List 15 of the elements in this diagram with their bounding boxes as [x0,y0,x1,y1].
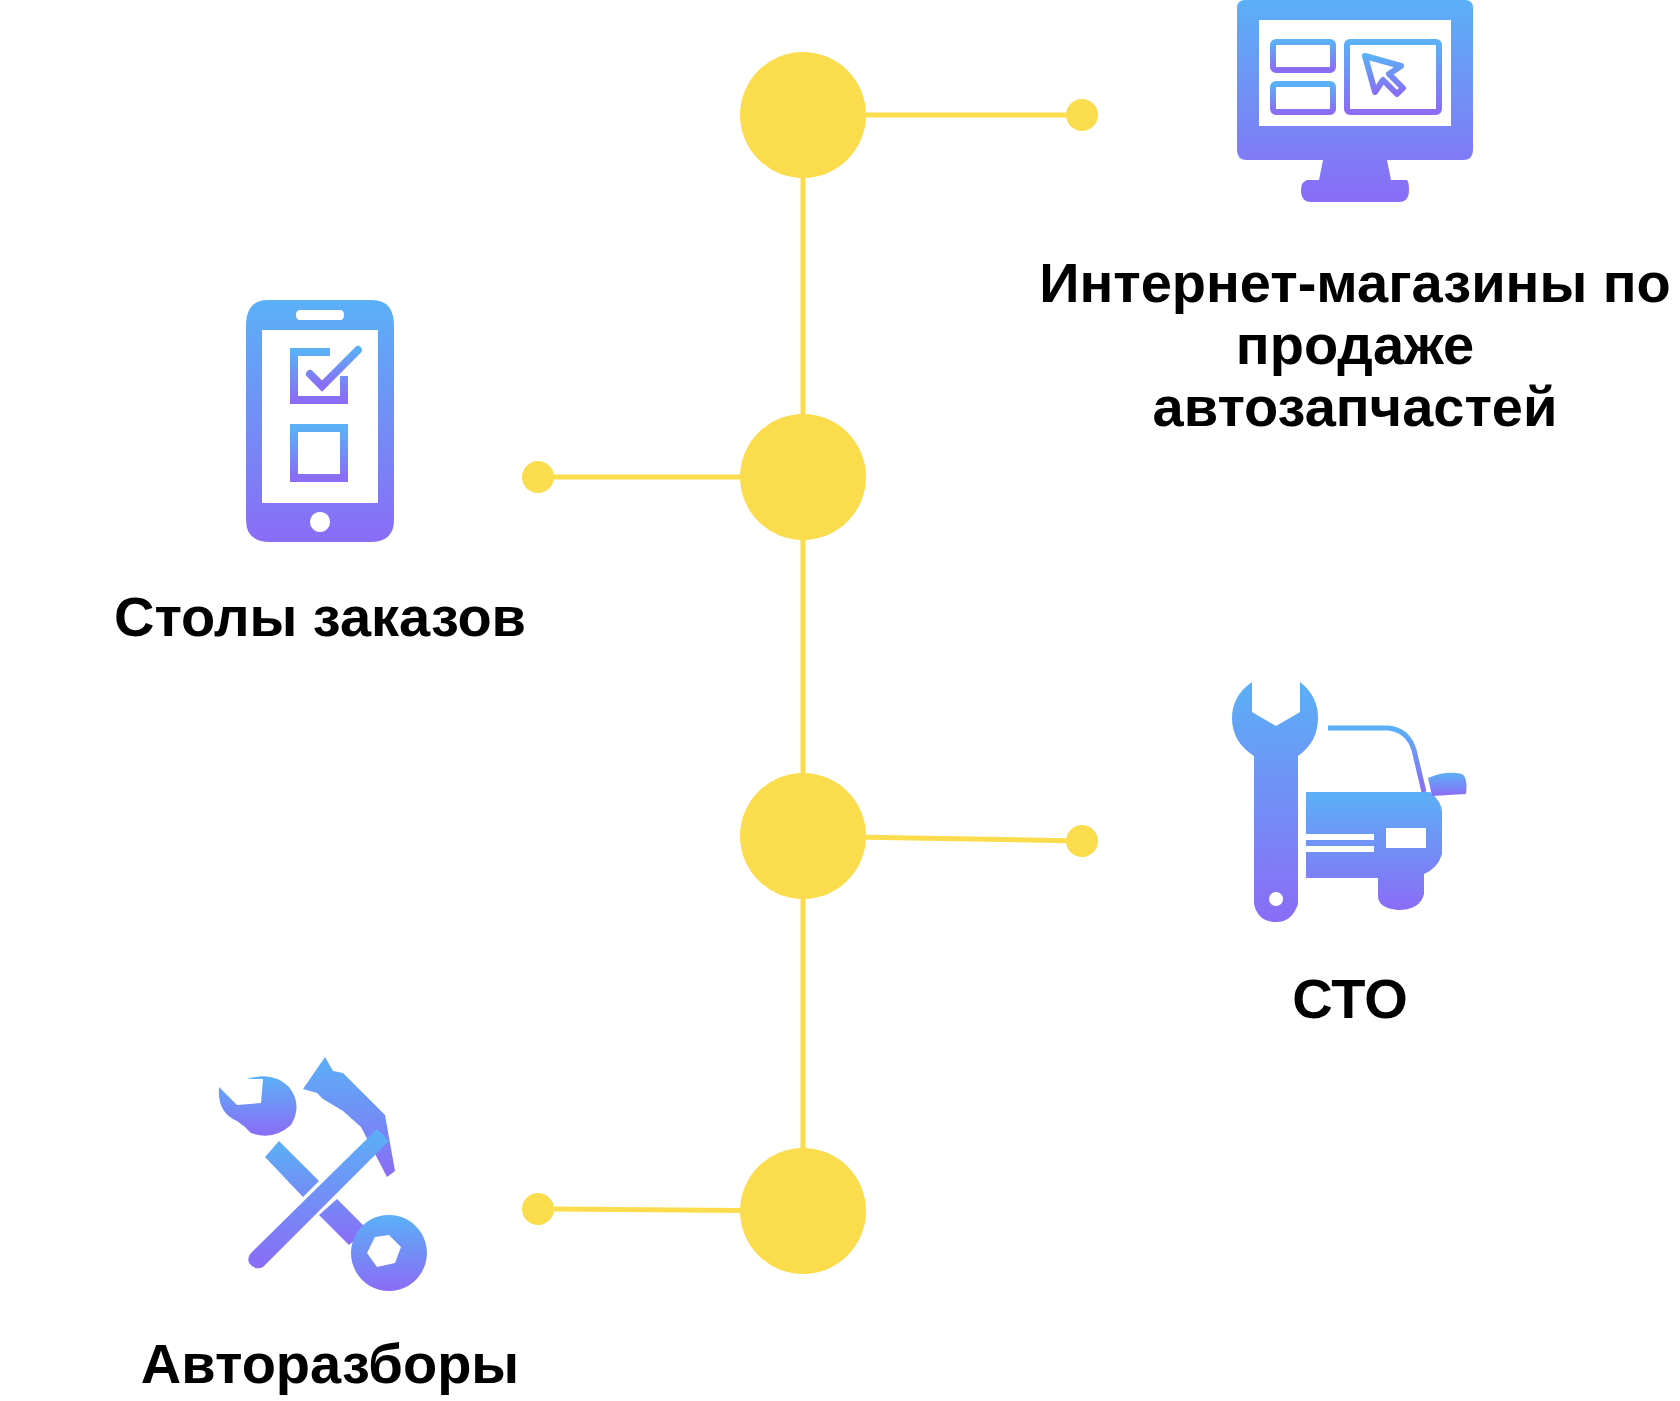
category-title: Авторазборы [140,1333,520,1395]
connector-line [554,1206,740,1213]
connector-line [800,178,806,414]
connector-line [865,834,1067,844]
connector-line [800,540,806,773]
category-title: СТО [1292,968,1408,1030]
connector-line [554,474,740,480]
category-title: Столы заказов [113,586,527,648]
connector-dot [522,1193,554,1225]
connector-dot [522,461,554,493]
connector-dot [1066,825,1098,857]
connector-line [800,899,806,1148]
connector-dot [1066,99,1098,131]
connector-line [866,112,1066,118]
category-title: Интернет-магазины по продаже автозапчастей [1038,252,1672,438]
